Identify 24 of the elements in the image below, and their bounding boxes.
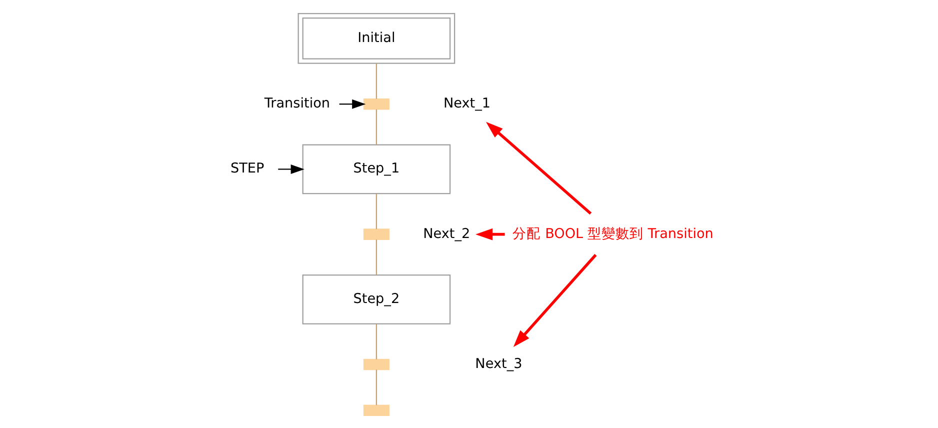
arrow [476,228,505,240]
node-text: Next_1 [443,95,491,112]
node-bar [363,358,390,370]
connector [376,63,377,98]
connector [376,369,377,405]
node-text: STEP [230,160,264,176]
connector [376,239,377,274]
connector [376,323,377,359]
node-text: 分配 BOOL 型變數到 Transition [512,225,714,242]
node-bar [363,228,390,240]
node-box: Initial [298,12,456,64]
node-box: Step_1 [302,144,451,194]
arrow [278,164,304,174]
connector [376,108,377,144]
node-text: Next_2 [423,225,470,242]
arrow [513,253,597,346]
node-box: Step_2 [302,274,451,324]
node-text: Transition [264,95,330,112]
arrow [486,121,592,214]
connector [376,193,377,229]
node-text: Next_3 [475,356,522,372]
arrow [339,98,366,108]
node-bar [363,98,390,110]
node-bar [363,404,390,416]
